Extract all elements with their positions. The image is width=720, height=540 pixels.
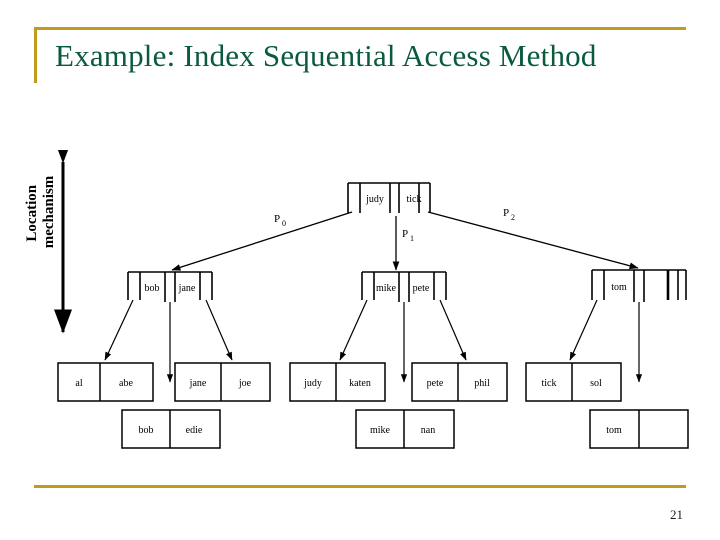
leaf-tick-sol-cell-1: sol <box>590 378 602 389</box>
internal-right-key-0: tom <box>611 282 627 293</box>
leaf-pete-phil-cell-1: phil <box>474 378 490 389</box>
leaf-al-abe-cell-1: abe <box>119 378 133 389</box>
svg-text:P: P <box>503 207 509 219</box>
leaf-mike-nan-cell-1: nan <box>421 425 435 436</box>
pointer-label-p1: P 1 <box>402 228 414 243</box>
svg-text:P: P <box>274 213 280 225</box>
svg-text:0: 0 <box>282 219 286 228</box>
leaf-bob-edie-cell-1: edie <box>186 425 203 436</box>
root-node-graphic <box>347 182 431 213</box>
svg-text:P: P <box>402 228 408 240</box>
leaf-bob-edie-cell-0: bob <box>139 425 154 436</box>
leaf-tick-sol-cell-0: tick <box>542 378 557 389</box>
slide-number: 21 <box>670 507 683 522</box>
edge-mid-a <box>339 299 368 361</box>
leaf-pete-phil-graphic <box>411 362 508 402</box>
pointer-label-p2: P 2 <box>503 207 515 222</box>
leaf-jane-joe-cell-1: joe <box>238 378 252 389</box>
internal-node-left-graphic <box>127 271 213 302</box>
leaf-judy-katen-graphic <box>289 362 386 402</box>
leaf-mike-nan-cell-0: mike <box>370 425 391 436</box>
root-key-1: tick <box>407 194 422 205</box>
edge-right-a <box>569 299 598 361</box>
leaf-bob-edie-graphic <box>121 409 221 449</box>
leaf-tom-cell-0: tom <box>606 425 622 436</box>
leaf-al-abe-graphic <box>57 362 154 402</box>
internal-left-key-0: bob <box>145 283 160 294</box>
svg-text:1: 1 <box>410 234 414 243</box>
internal-node-right-graphic <box>591 269 687 302</box>
internal-mid-key-0: mike <box>376 283 397 294</box>
svg-text:2: 2 <box>511 213 515 222</box>
edge-left-a <box>104 299 134 361</box>
page-title: Example: Index Sequential Access Method <box>55 38 597 73</box>
leaf-mike-nan-graphic <box>355 409 455 449</box>
top-accent-rule <box>34 27 686 30</box>
leaf-judy-katen-cell-0: judy <box>303 378 322 389</box>
internal-mid-key-1: pete <box>413 283 430 294</box>
leaf-tom-empty-graphic <box>589 409 689 449</box>
leaf-pete-phil-cell-0: pete <box>427 378 444 389</box>
left-accent-rule <box>34 27 37 83</box>
pointer-p2-arrow <box>427 211 639 270</box>
leaf-judy-katen-cell-1: katen <box>349 378 371 389</box>
edge-left-c <box>205 299 233 361</box>
internal-left-key-1: jane <box>178 283 196 294</box>
edge-mid-c <box>439 299 467 361</box>
pointer-label-p0: P 0 <box>274 213 286 228</box>
leaf-al-abe-cell-0: al <box>75 378 82 389</box>
leaf-jane-joe-graphic <box>174 362 271 402</box>
root-key-0: judy <box>365 194 384 205</box>
leaf-jane-joe-cell-0: jane <box>189 378 207 389</box>
leaf-tick-sol-graphic <box>525 362 622 402</box>
internal-node-middle-graphic <box>361 271 447 302</box>
pointer-p0-arrow <box>171 211 353 271</box>
bottom-accent-rule <box>34 485 686 488</box>
isam-tree-diagram: judy tick bob jane mike pete tom al abe … <box>0 150 720 480</box>
